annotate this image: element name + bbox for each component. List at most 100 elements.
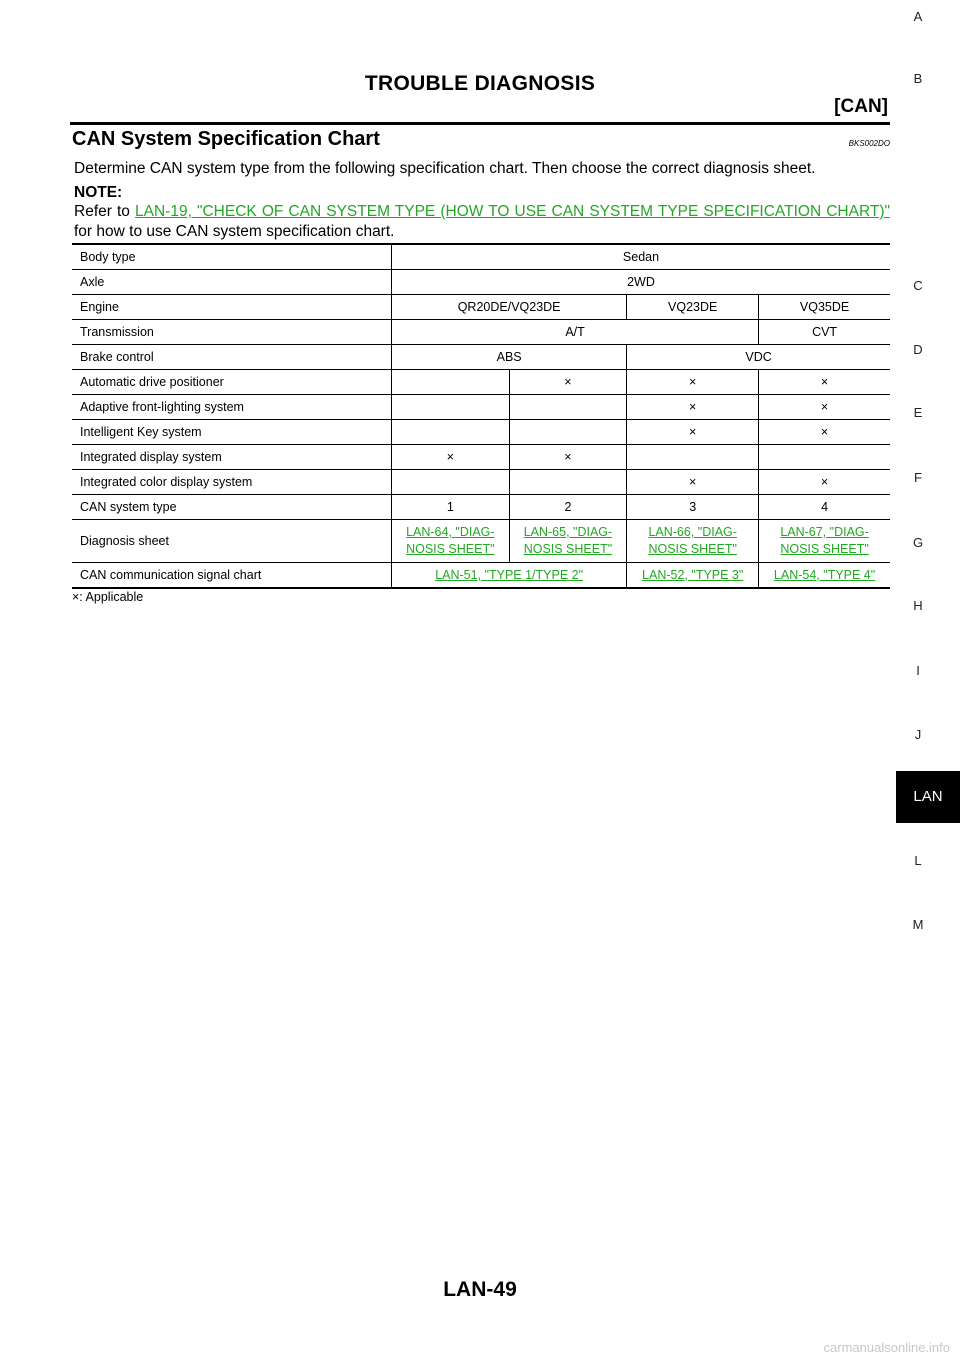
engine-cell: VQ23DE [626, 294, 759, 320]
signal-chart-link[interactable]: LAN-52, "TYPE 3" [642, 567, 744, 582]
brake-cell: VDC [626, 344, 890, 370]
system-type-value: 3 [626, 494, 759, 520]
note-text: Refer to LAN-19, "CHECK OF CAN SYSTEM TY… [74, 202, 890, 242]
table-row: Axle 2WD [72, 269, 890, 295]
table-row: Automatic drive positioner × × × [72, 369, 890, 395]
applicable-mark [508, 469, 627, 495]
applicable-mark [508, 419, 627, 445]
transmission-cell: CVT [758, 319, 890, 345]
row-label: Integrated color display system [72, 469, 392, 495]
page-header-title: TROUBLE DIAGNOSIS [364, 72, 596, 95]
index-letter[interactable]: B [913, 71, 923, 86]
row-label: Transmission [72, 319, 392, 345]
note-label: NOTE: [74, 184, 123, 201]
applicable-mark: × [626, 469, 759, 495]
diagnosis-cell: LAN-67, "DIAG-NOSIS SHEET" [758, 519, 890, 563]
row-label: Engine [72, 294, 392, 320]
note-prefix: Refer to [74, 203, 136, 220]
engine-cell: QR20DE/VQ23DE [390, 294, 627, 320]
row-label: Axle [72, 269, 392, 295]
table-row: Integrated display system × × [72, 444, 890, 470]
row-label: Intelligent Key system [72, 419, 392, 445]
section-title: CAN System Specification Chart [72, 128, 380, 150]
diagnosis-cell: LAN-64, "DIAG-NOSIS SHEET" [391, 519, 510, 563]
row-label: Diagnosis sheet [72, 519, 392, 563]
page-number: LAN-49 [443, 1278, 517, 1301]
diagnosis-sheet-link[interactable]: LAN-67, "DIAG-NOSIS SHEET" [780, 525, 869, 556]
can-spec-table: Body type Sedan Axle 2WD Engine QR20DE/V… [72, 243, 890, 589]
row-label: CAN communication signal chart [72, 562, 392, 589]
table-row: Integrated color display system × × [72, 469, 890, 495]
index-letter[interactable]: F [914, 470, 922, 485]
table-row: Transmission A/T CVT [72, 319, 890, 345]
table-row: Adaptive front-lighting system × × [72, 394, 890, 420]
signal-chart-cell: LAN-54, "TYPE 4" [758, 562, 890, 589]
diagnosis-sheet-link[interactable]: LAN-64, "DIAG-NOSIS SHEET" [406, 525, 495, 556]
active-section-tab[interactable]: LAN [896, 771, 960, 823]
index-letter[interactable]: I [916, 663, 920, 678]
row-label: CAN system type [72, 494, 392, 520]
index-letter[interactable]: A [913, 9, 923, 24]
intro-text: Determine CAN system type from the follo… [74, 160, 816, 177]
row-label: Body type [72, 243, 392, 270]
system-type-value: 1 [391, 494, 510, 520]
index-letter[interactable]: G [912, 535, 924, 550]
applicable-mark [508, 394, 627, 420]
index-letter[interactable]: M [912, 917, 924, 932]
applicable-mark: × [508, 369, 627, 395]
table-row: Diagnosis sheet LAN-64, "DIAG-NOSIS SHEE… [72, 519, 890, 563]
diagnosis-cell: LAN-65, "DIAG-NOSIS SHEET" [508, 519, 627, 563]
row-label: Adaptive front-lighting system [72, 394, 392, 420]
applicable-mark: × [391, 444, 510, 470]
applicable-mark: × [508, 444, 627, 470]
row-label: Automatic drive positioner [72, 369, 392, 395]
applicable-mark: × [626, 394, 759, 420]
table-row: Body type Sedan [72, 243, 890, 270]
axle-value: 2WD [391, 269, 890, 295]
table-row: Intelligent Key system × × [72, 419, 890, 445]
applicable-mark [626, 444, 759, 470]
applicable-mark [391, 419, 510, 445]
index-letter[interactable]: H [913, 598, 923, 613]
applicable-mark [391, 369, 510, 395]
row-label: Brake control [72, 344, 392, 370]
section-code: BKS002DO [848, 139, 890, 148]
index-letter[interactable]: D [913, 342, 923, 357]
applicable-mark: × [758, 369, 890, 395]
diagnosis-sheet-link[interactable]: LAN-65, "DIAG-NOSIS SHEET" [523, 525, 613, 556]
applicable-mark: × [758, 394, 890, 420]
index-letter[interactable]: C [913, 278, 923, 293]
body-type-value: Sedan [391, 243, 890, 270]
signal-chart-link[interactable]: LAN-51, "TYPE 1/TYPE 2" [435, 567, 584, 582]
index-letter[interactable]: J [914, 727, 922, 742]
signal-chart-cell: LAN-51, "TYPE 1/TYPE 2" [390, 562, 627, 589]
table-row: CAN communication signal chart LAN-51, "… [72, 562, 890, 589]
brake-cell: ABS [390, 344, 627, 370]
applicable-mark [391, 469, 510, 495]
engine-cell: VQ35DE [758, 294, 890, 320]
diagnosis-sheet-link[interactable]: LAN-66, "DIAG-NOSIS SHEET" [648, 525, 737, 556]
signal-chart-cell: LAN-52, "TYPE 3" [626, 562, 759, 589]
diagnosis-cell: LAN-66, "DIAG-NOSIS SHEET" [626, 519, 759, 563]
applicable-mark: × [758, 469, 890, 495]
applicable-mark [758, 444, 890, 470]
row-label: Integrated display system [72, 444, 392, 470]
transmission-cell: A/T [390, 319, 759, 345]
table-row: CAN system type 1 2 3 4 [72, 494, 890, 520]
table-row: Engine QR20DE/VQ23DE VQ23DE VQ35DE [72, 294, 890, 320]
applicable-mark: × [758, 419, 890, 445]
watermark: carmanualsonline.info [823, 1340, 950, 1355]
applicable-mark: × [626, 419, 759, 445]
page-header-subtitle: [CAN] [834, 96, 888, 117]
system-type-value: 4 [758, 494, 890, 520]
applicable-mark: × [626, 369, 759, 395]
note-reference-link[interactable]: LAN-19, "CHECK OF CAN SYSTEM TYPE (HOW T… [135, 203, 890, 220]
footnote: ×: Applicable [72, 590, 144, 604]
index-letter[interactable]: L [914, 853, 922, 868]
applicable-mark [391, 394, 510, 420]
signal-chart-link[interactable]: LAN-54, "TYPE 4" [773, 567, 876, 582]
header-rule [70, 122, 890, 125]
table-row: Brake control ABS VDC [72, 344, 890, 370]
system-type-value: 2 [508, 494, 627, 520]
index-letter[interactable]: E [913, 405, 923, 420]
